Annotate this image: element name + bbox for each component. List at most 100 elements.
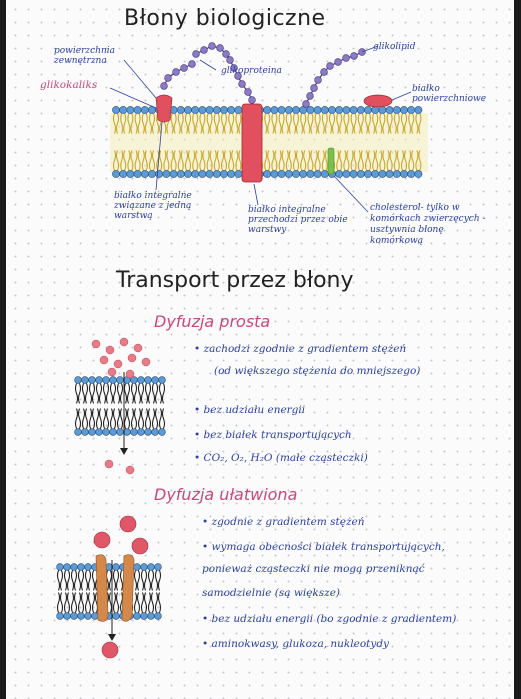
simple-lipid-tail (88, 383, 93, 404)
phospholipid-head (407, 106, 416, 114)
facilitated-lipid-tail (108, 592, 113, 613)
facilitated-lipid-head (63, 563, 71, 571)
phospholipid-head (119, 106, 128, 114)
phospholipid-tail (170, 150, 174, 171)
phospholipid-tail (403, 150, 408, 171)
phospholipid-head (313, 106, 322, 114)
glycolipid-chain-bead (326, 62, 334, 70)
glycoprotein-chain-bead (208, 42, 216, 50)
simple-lipid-tail (154, 408, 159, 429)
phospholipid-head (184, 106, 192, 114)
simple-point-2: (od większego stężenia do mniejszego) (214, 365, 421, 377)
membrane-diagram (56, 42, 428, 659)
glycolipid-chain-bead (314, 76, 322, 84)
phospholipid-tail (267, 113, 271, 134)
glycolipid-chain-bead (334, 58, 342, 66)
simple-lipid-tail (140, 408, 145, 429)
phospholipid-tail (192, 150, 196, 171)
phospholipid-tail (187, 113, 192, 134)
phospholipid-tail (206, 150, 210, 171)
glycocalyx-chain-bead (188, 60, 196, 68)
phospholipid-tail (400, 150, 405, 171)
simple-lipid-tail (77, 408, 82, 429)
phospholipid-tail (120, 113, 124, 134)
phospholipid-tail (367, 150, 372, 171)
label-cholesterol: cholesterol- tylko w komórkach zwierzęcy… (370, 203, 486, 246)
simple-lipid-head (158, 428, 166, 436)
facilitated-lipid-head (147, 612, 155, 620)
phospholipid-head (133, 106, 142, 114)
phospholipid-tail (151, 113, 156, 134)
phospholipid-tail (367, 113, 372, 134)
phospholipid-tail (321, 113, 325, 134)
label-glycoprotein: glikoproteina (221, 66, 282, 76)
protein-integral (241, 103, 263, 183)
phospholipid-head (133, 170, 142, 178)
phospholipid-tail (418, 150, 422, 171)
phospholipid-tail (285, 150, 289, 171)
phospholipid-tail (415, 150, 419, 171)
facilitated-lipid-tail (87, 592, 92, 613)
facilitated-lipid-head (84, 612, 92, 620)
phospholipid-head (234, 106, 243, 114)
protein-one-side (155, 94, 173, 123)
phospholipid-tail (180, 113, 184, 134)
facilitated-lipid-tail (133, 570, 138, 591)
phospholipid-head (364, 106, 372, 114)
simple-lipid-tail (147, 383, 152, 404)
phospholipid-head (140, 170, 149, 178)
phospholipid-head (378, 170, 387, 178)
simple-lipid-tail (74, 408, 79, 429)
facilitated-lipid-tail (56, 570, 61, 591)
facilitated-lipid-tail (91, 570, 96, 591)
phospholipid-tail (288, 150, 292, 171)
phospholipid-tail (295, 150, 300, 171)
phospholipid-tail (206, 113, 210, 134)
phospholipid-tail (115, 150, 120, 171)
simple-lipid-tail (112, 408, 117, 429)
simple-lipid-tail (126, 383, 131, 404)
phospholipid-head (342, 106, 351, 114)
simple-lipid-tail (81, 408, 86, 429)
facilitated-lipid-head (112, 612, 120, 620)
simple-lipid-head (144, 428, 152, 436)
simple-lipid-tail (102, 408, 107, 429)
phospholipid-tail (202, 113, 206, 134)
phospholipid-tail (180, 150, 184, 171)
phospholipid-head (191, 106, 200, 114)
phospholipid-tail (231, 150, 235, 171)
phospholipid-tail (184, 113, 189, 134)
phospholipid-head (198, 106, 207, 114)
facilitated-lipid-tail (77, 570, 82, 591)
simple-lipid-tail (98, 383, 103, 404)
phospholipid-tail (123, 150, 127, 171)
phospholipid-tail (389, 150, 393, 171)
phospholipid-head (400, 106, 408, 114)
facilitated-lipid-head (70, 563, 78, 571)
phospholipid-head (335, 170, 344, 178)
simple-lipid-tail (105, 408, 110, 429)
facilitated-lipid-tail (108, 570, 113, 591)
heading-facilitated-diffusion: Dyfuzja ułatwiona (154, 485, 298, 504)
glycolipid-chain-bead (302, 100, 310, 108)
phospholipid-tail (120, 150, 124, 171)
phospholipid-head (414, 106, 423, 114)
phospholipid-head (378, 106, 387, 114)
facilitated-lipid-tail (112, 570, 117, 591)
phospholipid-head (392, 106, 401, 114)
phospholipid-head (112, 106, 120, 114)
facilitated-point-4: samodzielnie (są większe) (202, 587, 341, 599)
facilitated-lipid-tail (84, 570, 89, 591)
phospholipid-tail (187, 150, 192, 171)
phospholipid-tail (300, 150, 304, 171)
phospholipid-head (126, 106, 135, 114)
simple-lipid-head (130, 428, 138, 436)
glycoprotein-chain-bead (222, 50, 230, 58)
facilitated-lipid-tail (94, 592, 99, 613)
phospholipid-tail (127, 150, 131, 171)
phospholipid-tail (408, 113, 412, 134)
phospholipid-head (335, 106, 344, 114)
phospholipid-tail (163, 150, 167, 171)
phospholipid-tail (375, 113, 379, 134)
glycolipid-chain-bead (350, 52, 358, 60)
